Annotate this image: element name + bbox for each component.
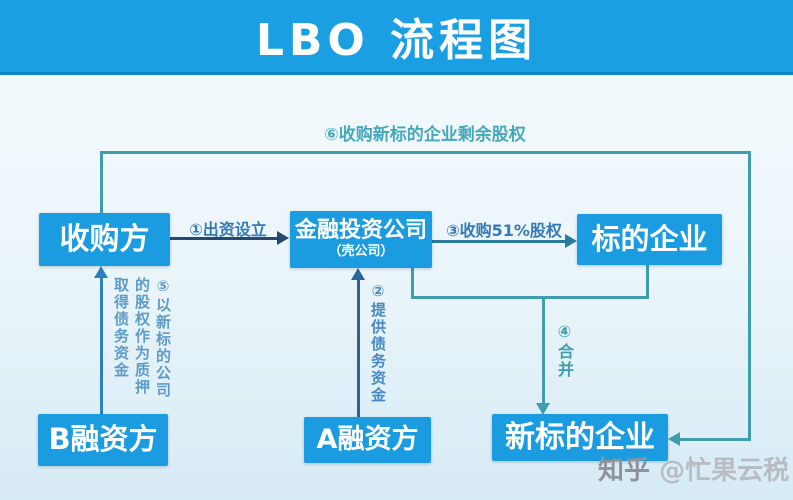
node-shell-company-name: 金融投资公司 (294, 218, 427, 244)
edge-step5-label: ⑤以新标的公司 的股权作为质押 取得债务资金 (112, 277, 172, 399)
edge-step2-line (357, 277, 360, 418)
edge-step6-up-segment (100, 151, 103, 213)
edge-step4-target-drop (646, 265, 649, 298)
edge-step6-right-segment (748, 151, 751, 440)
node-new-target-company: 新标的企业 (492, 414, 668, 461)
edge-step4-join-segment (411, 296, 649, 299)
edge-step1-line (170, 237, 277, 240)
node-target-company-label: 标的企业 (591, 221, 708, 256)
node-financier-a-label: A融资方 (316, 424, 419, 456)
node-shell-company-subtitle: （壳公司） (328, 244, 394, 260)
edge-step6-label: ⑥收购新标的企业剩余股权 (324, 125, 526, 145)
node-financier-b: B融资方 (38, 414, 168, 466)
edge-step2-label: ②提供债务资金 (369, 282, 387, 404)
arrowhead-right-icon (277, 231, 289, 245)
edge-step3-label: ③收购51%股权 (446, 221, 562, 240)
title-banner: LBO 流程图 (0, 0, 793, 75)
watermark: 知乎 @忙果云税 (598, 450, 789, 487)
arrowhead-right-icon (565, 234, 577, 248)
edge-step3-line (432, 240, 565, 243)
arrowhead-down-icon (536, 403, 550, 415)
arrowhead-up-icon (94, 266, 108, 278)
node-new-target-company-label: 新标的企业 (505, 420, 655, 455)
node-financier-a: A融资方 (304, 417, 431, 463)
node-shell-company: 金融投资公司 （壳公司） (290, 211, 432, 268)
node-acquirer-label: 收购方 (59, 222, 150, 257)
arrowhead-up-icon (351, 268, 365, 280)
edge-step4-arrow-line (542, 298, 545, 405)
edge-step1-label: ①出资设立 (189, 220, 267, 239)
edge-step4-label: ④合并 (555, 322, 574, 379)
node-acquirer: 收购方 (39, 213, 170, 266)
edge-step4-shell-drop (411, 268, 414, 298)
watermark-handle: @忙果云税 (650, 456, 790, 486)
page-title: LBO 流程图 (255, 15, 538, 66)
node-financier-b-label: B融资方 (48, 422, 158, 457)
watermark-brand: 知乎 (598, 456, 651, 486)
edge-step6-top-segment (100, 151, 751, 154)
edge-step5-line (100, 275, 103, 414)
arrowhead-left-icon (668, 432, 680, 446)
edge-step6-bottom-segment (678, 438, 751, 441)
node-target-company: 标的企业 (577, 214, 722, 265)
